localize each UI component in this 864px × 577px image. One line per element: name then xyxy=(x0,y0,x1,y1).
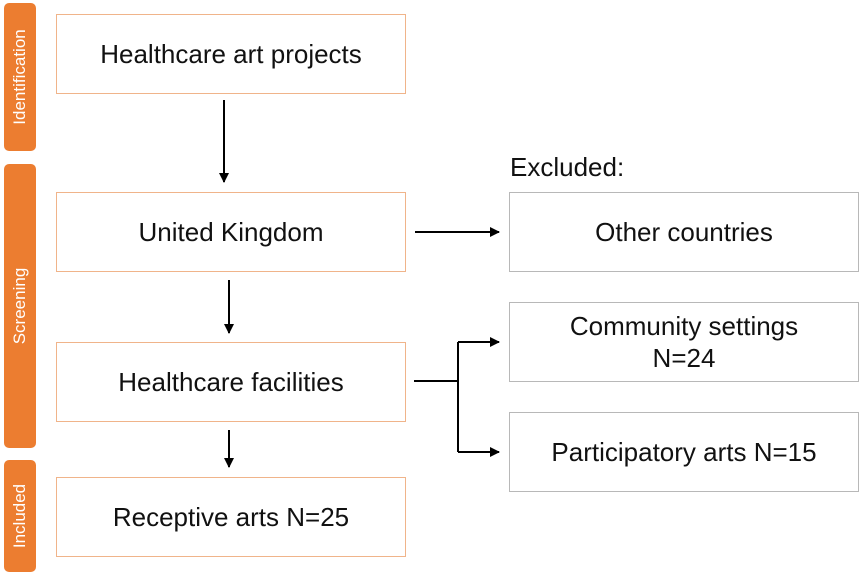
box-community-settings: Community settings N=24 xyxy=(509,302,859,382)
excluded-label: Excluded: xyxy=(510,152,625,182)
connector-facilities-branch xyxy=(414,342,459,452)
box-receptive-arts: Receptive arts N=25 xyxy=(56,477,406,557)
box-healthcare-art-projects-text: Healthcare art projects xyxy=(100,38,362,69)
box-community-settings-line1: Community settings xyxy=(569,310,799,341)
box-healthcare-art-projects: Healthcare art projects xyxy=(56,14,406,94)
box-other-countries-text: Other countries xyxy=(595,216,773,247)
box-healthcare-facilities-text: Healthcare facilities xyxy=(118,366,344,397)
box-other-countries: Other countries xyxy=(509,192,859,272)
box-community-settings-line2: N=24 xyxy=(652,343,716,373)
stage-tab-included: Included xyxy=(4,460,36,572)
stage-tab-screening: Screening xyxy=(4,164,36,448)
box-healthcare-facilities: Healthcare facilities xyxy=(56,342,406,422)
box-united-kingdom: United Kingdom xyxy=(56,192,406,272)
stage-tab-identification: Identification xyxy=(4,3,36,151)
box-united-kingdom-text: United Kingdom xyxy=(138,216,324,247)
box-participatory-arts: Participatory arts N=15 xyxy=(509,412,859,492)
box-receptive-arts-text: Receptive arts N=25 xyxy=(112,501,350,532)
box-participatory-arts-text: Participatory arts N=15 xyxy=(551,436,817,467)
